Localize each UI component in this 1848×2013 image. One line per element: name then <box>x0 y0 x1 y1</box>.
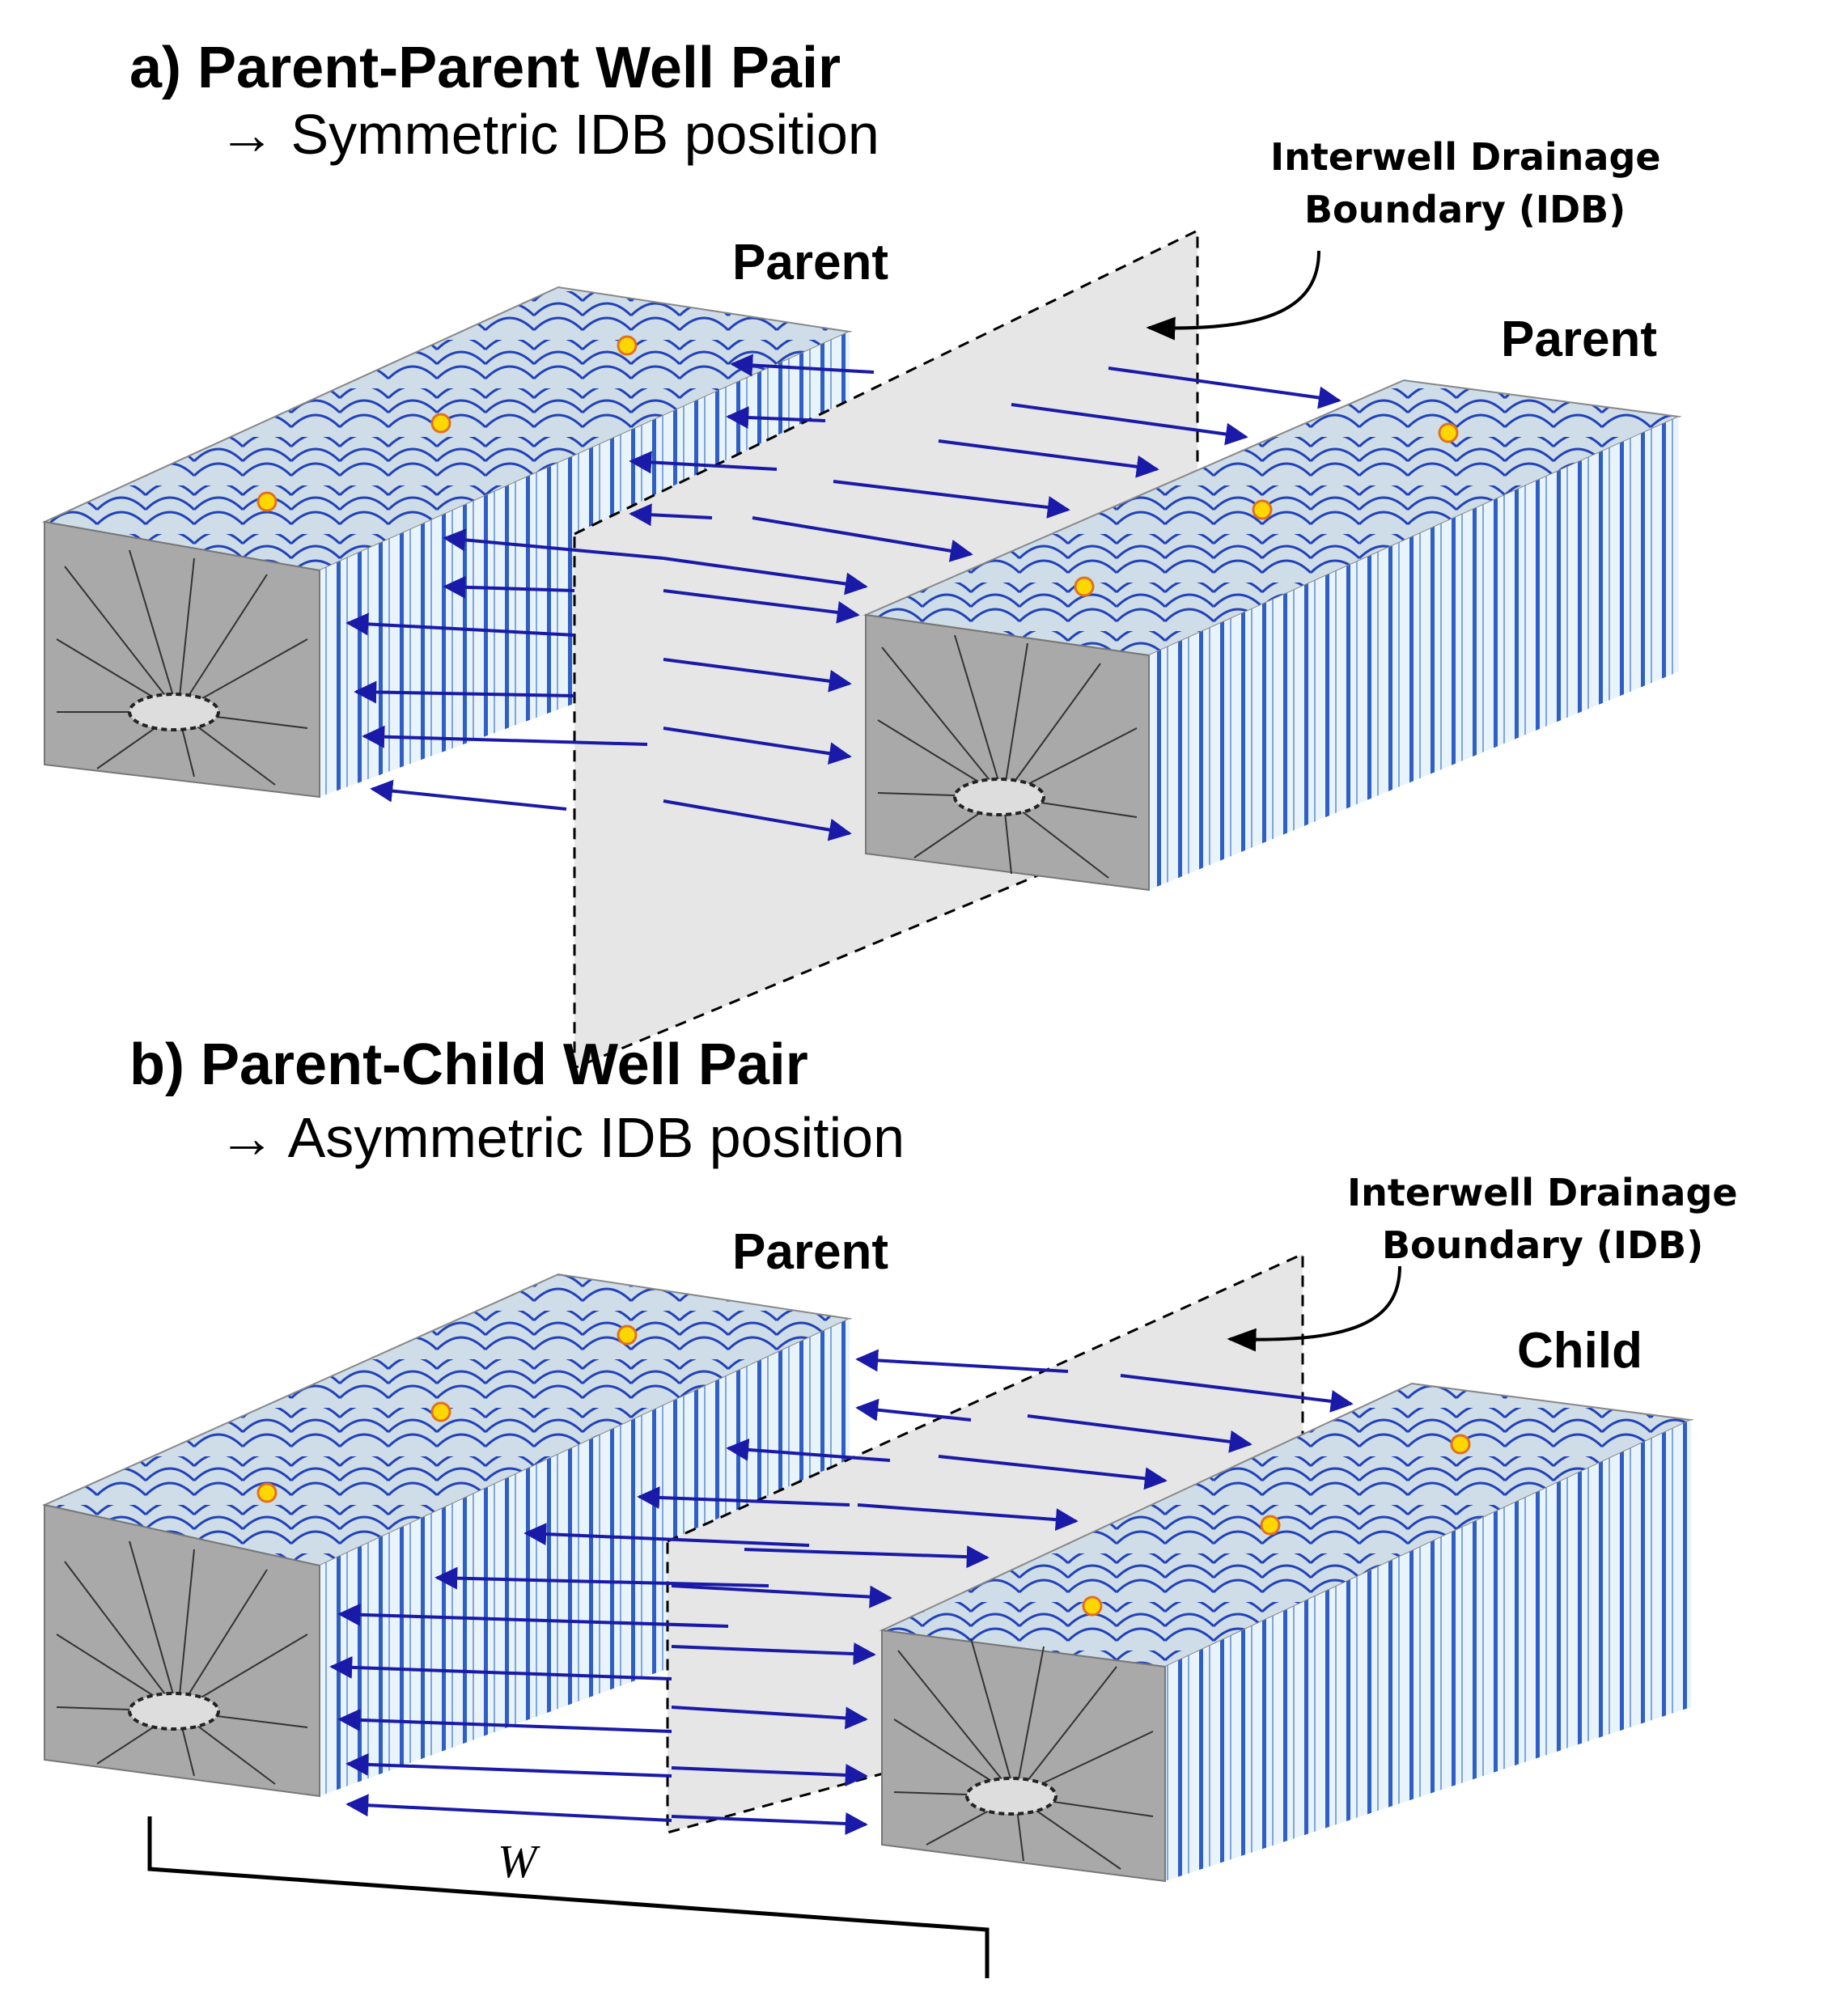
flow-arrow <box>726 1438 891 1462</box>
left-wellbore-icon <box>128 1692 220 1731</box>
flow-arrow <box>855 1349 1069 1373</box>
panel-b-idb-label-line2: Boundary (IDB) <box>1382 1223 1703 1267</box>
panel-a-idb-callout-arrow <box>1146 250 1320 341</box>
flow-arrow <box>671 1584 892 1608</box>
flow-arrow <box>637 1485 850 1509</box>
panel-b-subtitle: → Asymmetric IDB position <box>218 1106 905 1169</box>
flow-arrow <box>752 516 973 562</box>
left-fracture-tips <box>256 335 638 512</box>
flow-arrow <box>744 1545 990 1569</box>
panel-a-right-well-label: Parent <box>1501 311 1657 367</box>
panel-b-title: b) Parent-Child Well Pair <box>129 1032 808 1097</box>
flow-arrow <box>629 503 713 527</box>
flow-arrow <box>855 1398 972 1422</box>
width-label: W <box>498 1835 540 1888</box>
left-fracture-tips <box>256 1324 638 1503</box>
flow-arrow <box>345 612 575 637</box>
panel-b-idb-callout-arrow <box>1227 1265 1401 1352</box>
panel-b-flow-arrows <box>329 1349 1354 1835</box>
panel-b-right-block <box>879 1382 1694 1883</box>
flow-arrow <box>1027 1414 1252 1453</box>
panel-a-flow-arrows <box>345 354 1341 841</box>
right-wellbore-icon <box>953 778 1045 816</box>
flow-arrow <box>345 1794 672 1822</box>
flow-arrow <box>1011 403 1248 446</box>
flow-arrow <box>443 575 575 599</box>
flow-arrow <box>434 1566 769 1590</box>
flow-arrow <box>938 439 1159 478</box>
flow-arrow <box>663 799 852 841</box>
flow-arrow <box>523 1523 810 1547</box>
flow-arrow <box>663 727 852 765</box>
flow-arrow <box>629 451 778 474</box>
flow-arrow <box>337 1603 729 1628</box>
flow-arrow <box>1120 1374 1354 1413</box>
flow-arrow <box>857 1503 1079 1532</box>
left-wellbore-icon <box>128 693 220 731</box>
flow-arrow <box>833 480 1070 519</box>
right-fracture-tips <box>1074 422 1459 597</box>
flow-arrow <box>663 557 868 595</box>
flow-arrow <box>663 658 852 693</box>
flow-arrow <box>1108 367 1341 409</box>
flow-arrow <box>671 1812 868 1835</box>
left-block-front <box>44 1503 320 1798</box>
right-wellbore-icon <box>965 1777 1058 1816</box>
panel-a-idb-label-line1: Interwell Drainage <box>1270 135 1661 179</box>
right-block-fracture-face <box>1149 417 1679 890</box>
panel-a-idb-label-line2: Boundary (IDB) <box>1304 188 1625 231</box>
panel-b-idb-label-line1: Interwell Drainage <box>1347 1171 1738 1214</box>
flow-arrow <box>671 1763 868 1786</box>
flow-arrow <box>726 406 826 430</box>
flow-arrow <box>370 779 567 811</box>
flow-arrow <box>663 589 860 624</box>
panel-a-left-well-label: Parent <box>732 235 888 290</box>
panel-b-left-well-label: Parent <box>732 1224 888 1280</box>
left-block-front <box>44 520 320 799</box>
left-block-fracture-face <box>320 1319 850 1796</box>
flow-arrow <box>671 1706 868 1730</box>
right-block-fracture-face <box>1165 1420 1691 1881</box>
panel-a-subtitle: → Symmetric IDB position <box>218 103 879 166</box>
flow-arrow <box>354 680 575 704</box>
panel-a-title: a) Parent-Parent Well Pair <box>129 36 841 100</box>
flow-arrow <box>337 1708 672 1733</box>
flow-arrow <box>345 1752 672 1778</box>
flow-arrow <box>671 1642 876 1665</box>
panel-a-right-block <box>863 379 1682 892</box>
flow-arrow <box>362 725 648 748</box>
flow-arrow <box>329 1655 672 1680</box>
flow-arrow <box>443 528 664 560</box>
panel-b-right-well-label: Child <box>1517 1323 1642 1379</box>
width-bracket <box>147 1816 990 1978</box>
flow-arrow <box>938 1455 1168 1490</box>
right-fracture-tips <box>1082 1434 1471 1617</box>
panel-a: a) Parent-Parent Well Pair → Symmetric I… <box>41 36 1682 1070</box>
panel-b-left-block <box>41 1273 853 1798</box>
flow-arrow <box>730 354 875 377</box>
right-block-front <box>865 613 1150 892</box>
panel-b: b) Parent-Child Well Pair → Asymmetric I… <box>41 1032 1738 1978</box>
